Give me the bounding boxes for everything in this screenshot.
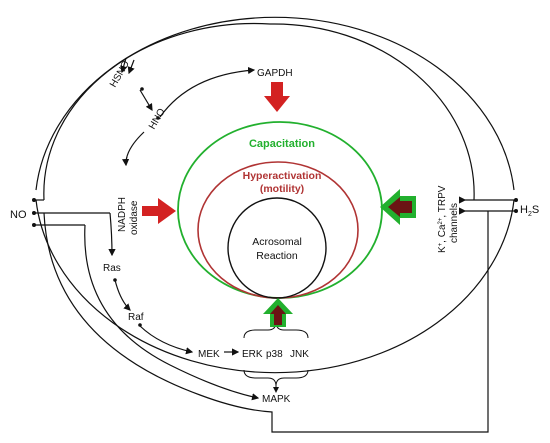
nadph-label-line2: oxidase — [129, 200, 140, 235]
signaling-arrows-top — [122, 66, 256, 167]
cell-membrane — [35, 16, 515, 374]
no-label: NO — [10, 209, 27, 221]
red-arrow-left — [142, 198, 176, 224]
capacitation-label: Capacitation — [249, 138, 315, 150]
acrosomal-ellipse — [227, 197, 327, 299]
acrosomal-label-line1: Acrosomal — [252, 236, 302, 248]
nadph-label-line1: NADPH — [117, 197, 128, 232]
raf-label: Raf — [128, 312, 144, 323]
signaling-chain-left — [108, 212, 240, 356]
channels-label-line1: K+, Ca2+, TRPV — [437, 185, 448, 253]
hsno-label: HSNO — [108, 59, 132, 90]
gapdh-label: GAPDH — [257, 68, 293, 79]
red-arrow-top — [264, 82, 290, 112]
mek-label: MEK — [198, 349, 220, 360]
mapk-path — [43, 211, 489, 433]
mapk-label: MAPK — [262, 394, 291, 405]
hyperactivation-label-line1: Hyperactivation — [243, 170, 322, 182]
green-arrow-bottom — [263, 298, 293, 327]
acrosomal-label-line2: Reaction — [256, 250, 298, 262]
no-input-lines — [32, 198, 110, 227]
h2s-input-lines — [459, 196, 518, 215]
no-hsno-path — [43, 22, 475, 201]
channels-label-line2: channels — [449, 203, 460, 243]
erk-label: ERK — [242, 349, 263, 360]
green-arrow-right — [380, 189, 416, 225]
ras-label: Ras — [103, 263, 121, 274]
jnk-label: JNK — [290, 349, 309, 360]
hyperactivation-label-line2: (motility) — [260, 183, 304, 195]
p38-label: p38 — [266, 349, 283, 360]
h2s-label: H2S — [520, 204, 539, 218]
